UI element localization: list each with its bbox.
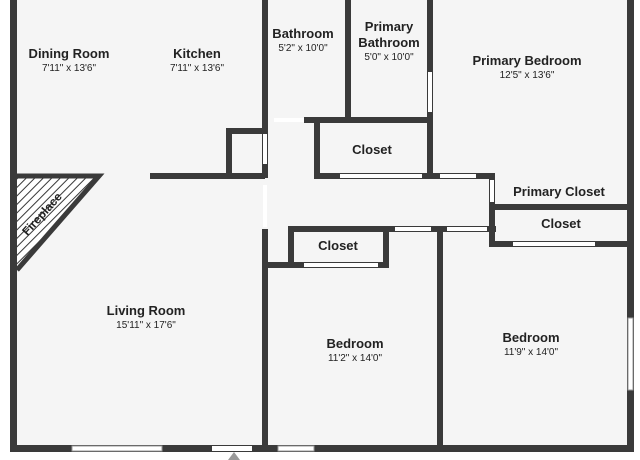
room-dims-primary-bedroom: 12'5" x 13'6" bbox=[499, 70, 555, 81]
room-name-bathroom: Bathroom bbox=[272, 26, 334, 41]
door-primary-bath bbox=[428, 72, 432, 112]
room-dims-kitchen: 7'11" x 13'6" bbox=[169, 63, 225, 74]
room-label-living: Living Room 15'11" x 17'6" bbox=[107, 303, 186, 332]
window-bedroom-right bbox=[627, 317, 634, 391]
wall-bath-bottom bbox=[304, 117, 432, 123]
door-bathroom bbox=[274, 118, 304, 122]
wall-right bbox=[627, 0, 634, 452]
room-dims-living: 15'11" x 17'6" bbox=[116, 320, 176, 331]
door-bedroom-right bbox=[447, 227, 487, 231]
door-closet-hall bbox=[340, 174, 422, 178]
door-hall-opening bbox=[263, 185, 267, 227]
room-label-kitchen: Kitchen 7'11" x 13'6" bbox=[170, 46, 224, 75]
room-name-living: Living Room bbox=[106, 303, 186, 318]
room-name-bedroom-right: Bedroom bbox=[502, 330, 560, 345]
room-label-bedroom-mid: Bedroom 11'2" x 14'0" bbox=[326, 336, 383, 365]
door-closet-mid bbox=[304, 263, 378, 267]
wall-closet-mid-left bbox=[288, 226, 294, 268]
window-living bbox=[71, 445, 163, 452]
wall-closet-mid-left-return bbox=[262, 262, 294, 268]
room-name-kitchen: Kitchen bbox=[173, 46, 221, 61]
door-bedroom-mid bbox=[395, 227, 431, 231]
floor-area bbox=[14, 0, 632, 450]
room-dims-bathroom: 5'2" x 10'0" bbox=[278, 43, 328, 54]
room-dims-bedroom-right: 11'9" x 14'0" bbox=[503, 347, 559, 358]
wall-kitchen-bottom bbox=[150, 173, 265, 179]
wall-bath-right bbox=[345, 0, 351, 123]
door-primary-closet bbox=[490, 180, 494, 202]
room-dims-dining: 7'11" x 13'6" bbox=[41, 63, 97, 74]
room-name-bedroom-mid: Bedroom bbox=[326, 336, 384, 351]
room-name-dining: Dining Room bbox=[28, 46, 110, 61]
fireplace-edge bbox=[15, 173, 105, 272]
room-label-primary-bedroom: Primary Bedroom 12'5" x 13'6" bbox=[472, 53, 581, 82]
room-name-primary-bathroom: Primary Bathroom bbox=[358, 19, 420, 50]
room-label-closet-hall: Closet bbox=[352, 142, 392, 158]
room-name-closet-mid: Closet bbox=[318, 238, 358, 253]
room-label-primary-bathroom: Primary Bathroom 5'0" x 10'0" bbox=[358, 19, 419, 64]
wall-closet-mid-right bbox=[383, 226, 389, 268]
room-label-dining: Dining Room 7'11" x 13'6" bbox=[29, 46, 110, 75]
room-label-bathroom: Bathroom 5'2" x 10'0" bbox=[272, 26, 333, 55]
room-label-bedroom-right: Bedroom 11'9" x 14'0" bbox=[502, 330, 559, 359]
room-label-closet-mid: Closet bbox=[318, 238, 358, 254]
wall-bath-left bbox=[262, 0, 268, 178]
window-bedroom-mid bbox=[277, 445, 315, 452]
room-name-primary-bedroom: Primary Bedroom bbox=[472, 53, 582, 68]
wall-bedroom-divider bbox=[437, 229, 443, 451]
wall-primary-closet-bottom bbox=[489, 204, 634, 210]
wall-left bbox=[10, 0, 17, 452]
entry-door bbox=[212, 446, 252, 451]
room-label-closet-right: Closet bbox=[541, 216, 581, 232]
entry-arrow-icon bbox=[228, 452, 240, 460]
door-primary-bedroom bbox=[440, 174, 476, 178]
wall-bedrooms-top bbox=[288, 226, 496, 232]
room-label-primary-closet: Primary Closet bbox=[513, 184, 605, 200]
room-name-primary-closet: Primary Closet bbox=[513, 184, 605, 199]
room-name-closet-hall: Closet bbox=[352, 142, 392, 157]
door-closet-right bbox=[513, 242, 595, 246]
wall-pantry-left bbox=[226, 128, 232, 178]
room-dims-bedroom-mid: 11'2" x 14'0" bbox=[327, 353, 383, 364]
wall-bedroom-mid-left bbox=[262, 229, 268, 451]
wall-closet-left bbox=[314, 117, 320, 179]
room-dims-primary-bathroom: 5'0" x 10'0" bbox=[364, 52, 414, 63]
door-pantry bbox=[263, 134, 267, 164]
wall-pantry-top bbox=[226, 128, 266, 134]
room-name-closet-right: Closet bbox=[541, 216, 581, 231]
wall-bottom bbox=[10, 445, 634, 452]
